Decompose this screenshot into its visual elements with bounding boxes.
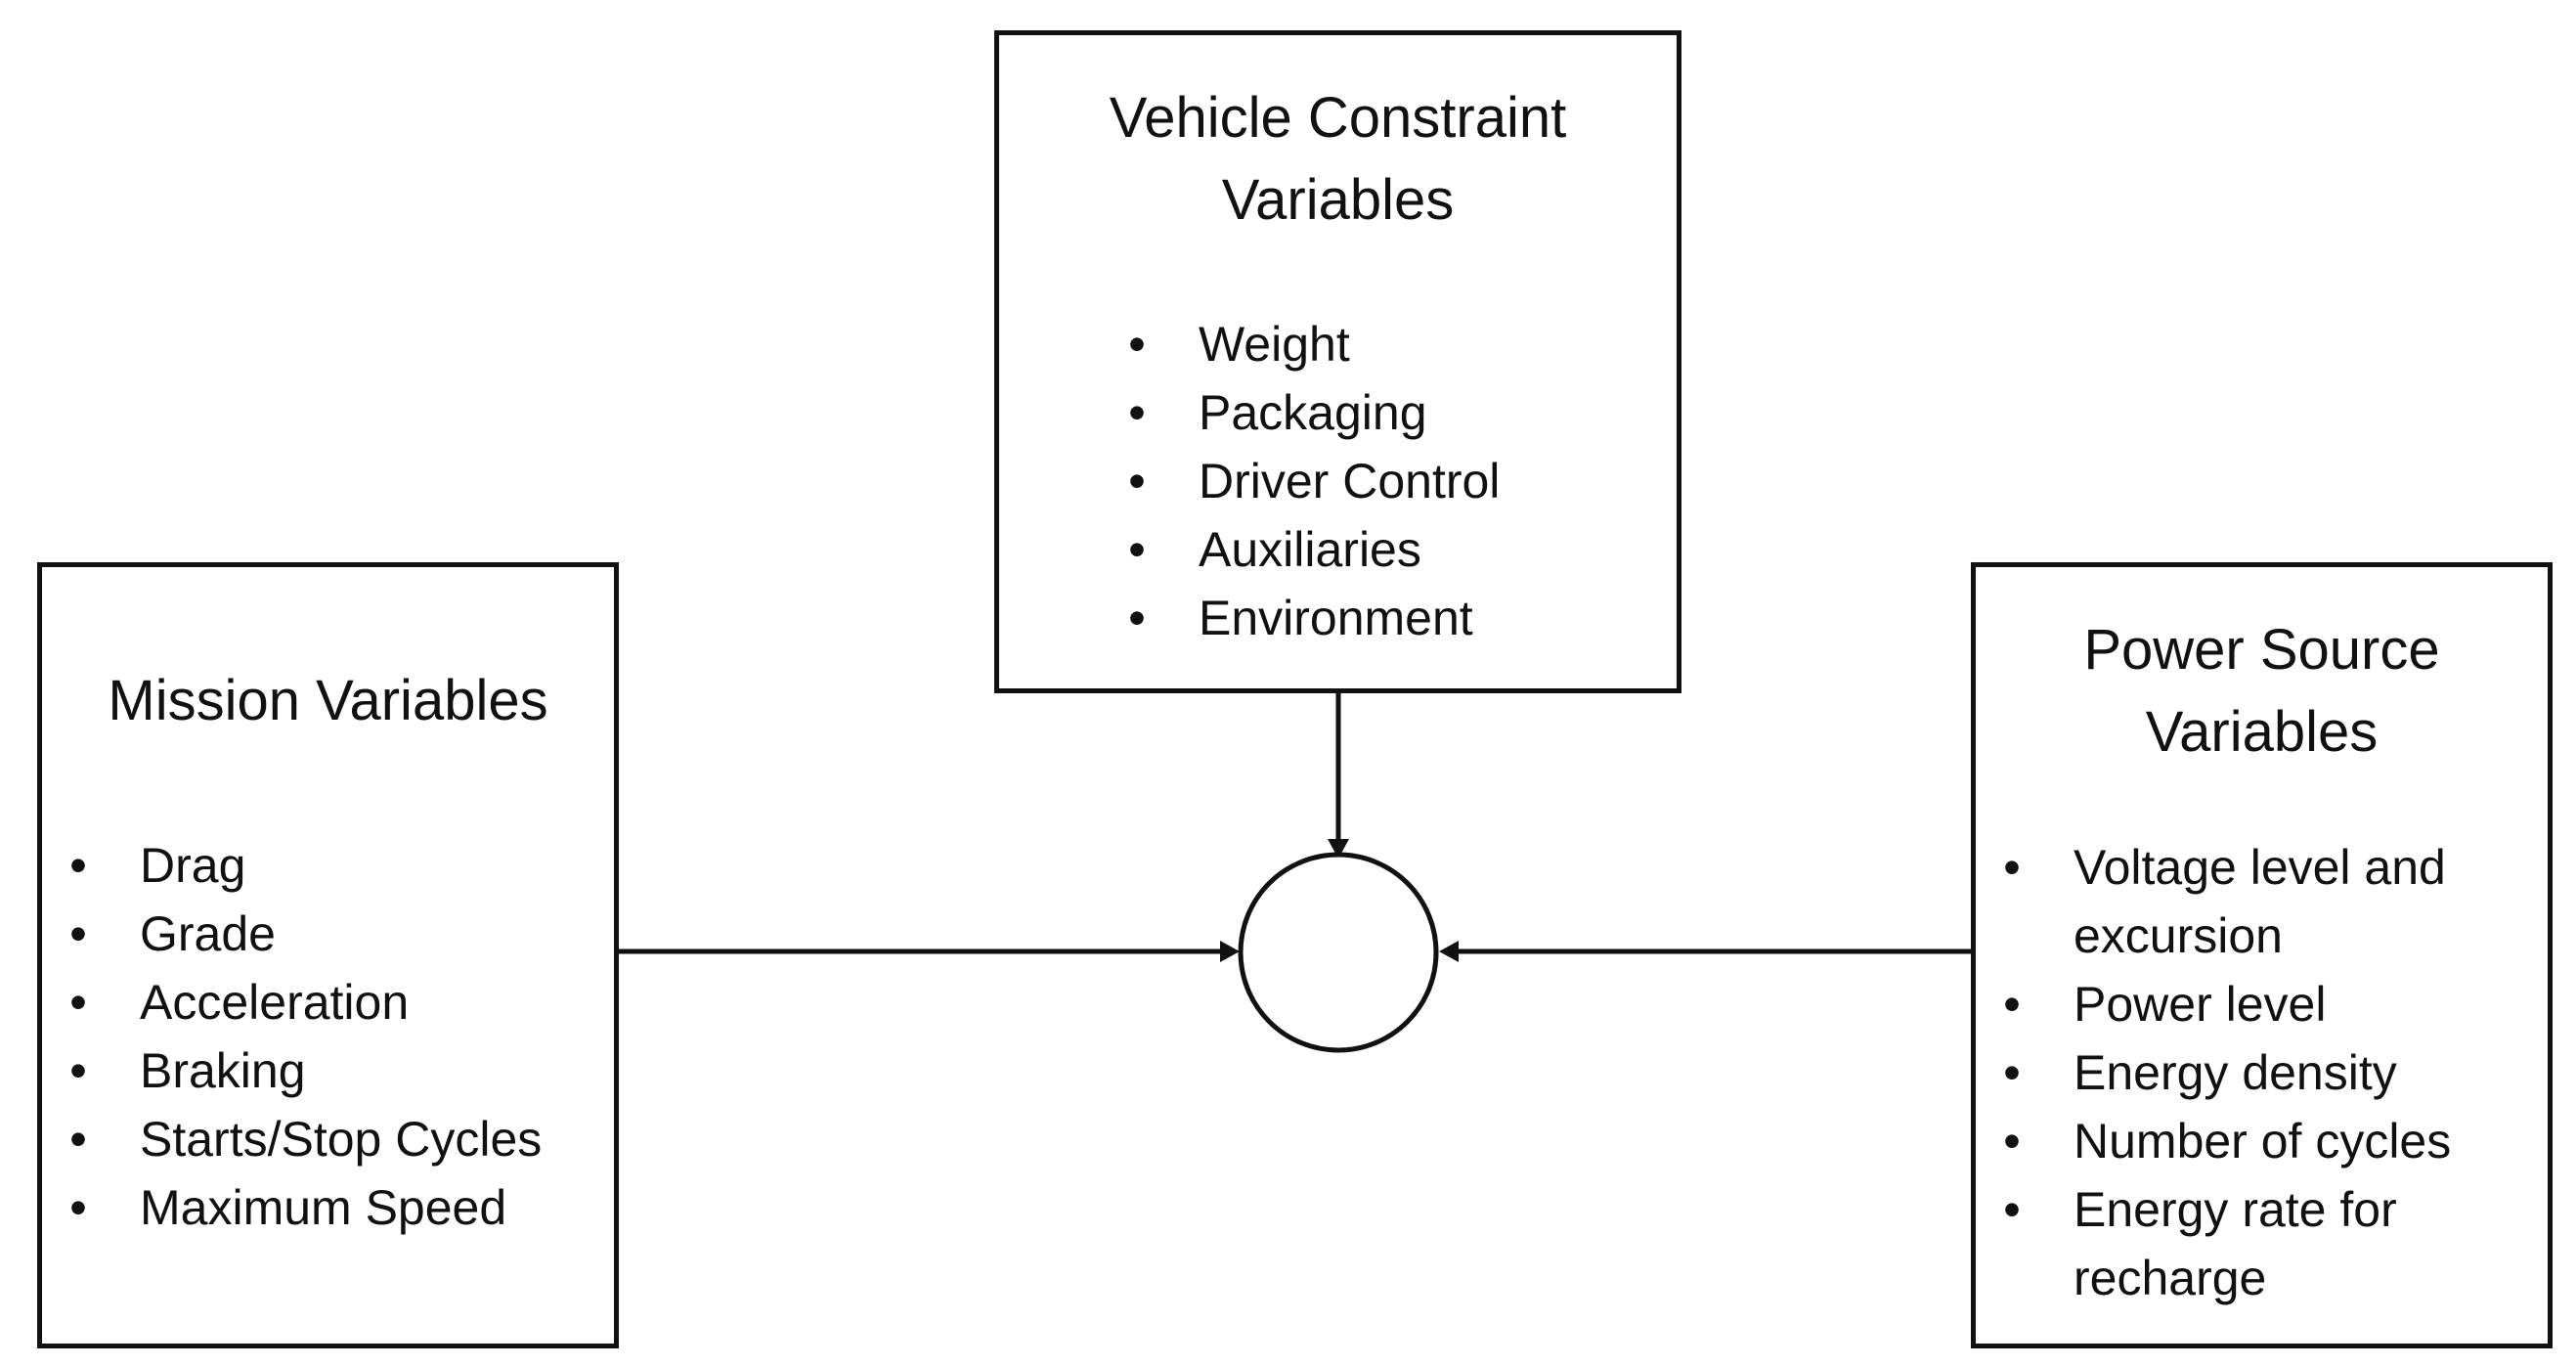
vehicle-title-line1: Vehicle Constraint [1109,86,1567,150]
bullet-icon: • [69,1180,87,1235]
power-source-box: Power Source Variables • Voltage level an… [1971,562,2553,1348]
bullet-icon: • [1128,522,1146,577]
vehicle-constraint-box: Vehicle Constraint Variables • Weight • Pa… [994,30,1681,693]
vehicle-constraint-title: Vehicle Constraint Variables [999,77,1677,242]
list-item: • Power level [1997,970,2496,1038]
list-item-text: Power level [2074,977,2327,1032]
bullet-icon: • [69,1112,87,1167]
list-item: • Grade [64,900,542,968]
list-item-text: Packaging [1199,385,1427,440]
list-item: • Energy density [1997,1038,2496,1107]
list-item: • Driver Control [1122,447,1500,515]
list-item-text: Energy density [2074,1045,2397,1100]
vehicle-title-line2: Variables [1221,168,1455,232]
bullet-icon: • [1128,591,1146,645]
bullet-icon: • [1128,385,1146,440]
list-item-text: Number of cycles [2074,1114,2452,1169]
center-node-circle [1238,852,1439,1053]
bullet-icon: • [1128,317,1146,372]
list-item: • Acceleration [64,968,542,1036]
list-item-text: Starts/Stop Cycles [140,1112,543,1167]
list-item-text: Environment [1199,591,1473,645]
list-item: • Maximum Speed [64,1173,542,1242]
list-item: • Auxiliaries [1122,515,1500,584]
bullet-icon: • [2003,977,2021,1032]
arrowhead-left [1220,941,1240,962]
bullet-icon: • [69,1043,87,1098]
list-item: • Weight [1122,310,1500,378]
list-item-text: Driver Control [1199,454,1501,508]
mission-variables-box: Mission Variables • Drag • Grade • Accelera… [37,562,619,1348]
bullet-icon: • [1128,454,1146,508]
list-item: • Voltage level and excursion [1997,833,2496,970]
list-item: • Environment [1122,584,1500,652]
arrowhead-right [1439,941,1459,962]
list-item-text: Acceleration [140,975,410,1030]
list-item: • Energy rate for recharge [1997,1175,2496,1312]
list-item: • Starts/Stop Cycles [64,1105,542,1173]
power-source-title: Power Source Variables [1976,609,2548,773]
list-item-text: Voltage level and excursion [2074,840,2446,963]
bullet-icon: • [2003,840,2021,895]
power-title-line1: Power Source [2083,618,2440,682]
bullet-icon: • [69,838,87,893]
list-item: • Drag [64,831,542,900]
list-item-text: Energy rate for recharge [2074,1182,2397,1305]
mission-variables-list: • Drag • Grade • Acceleration • Braking • Sta… [64,831,542,1242]
bullet-icon: • [69,975,87,1030]
list-item-text: Braking [140,1043,306,1098]
mission-variables-title: Mission Variables [108,669,548,732]
list-item-text: Weight [1199,317,1350,372]
arrowhead-top [1328,839,1349,859]
bullet-icon: • [2003,1182,2021,1237]
list-item-text: Grade [140,906,276,961]
list-item: • Packaging [1122,378,1500,447]
bullet-icon: • [69,906,87,961]
vehicle-constraint-list: • Weight • Packaging • Driver Control • Auxi… [1122,310,1500,652]
power-source-list: • Voltage level and excursion • Power leve… [1997,833,2496,1312]
list-item: • Braking [64,1036,542,1105]
bullet-icon: • [2003,1045,2021,1100]
list-item: • Number of cycles [1997,1107,2496,1175]
bullet-icon: • [2003,1114,2021,1169]
list-item-text: Maximum Speed [140,1180,507,1235]
list-item-text: Auxiliaries [1199,522,1421,577]
power-title-line2: Variables [2145,700,2379,764]
list-item-text: Drag [140,838,246,893]
